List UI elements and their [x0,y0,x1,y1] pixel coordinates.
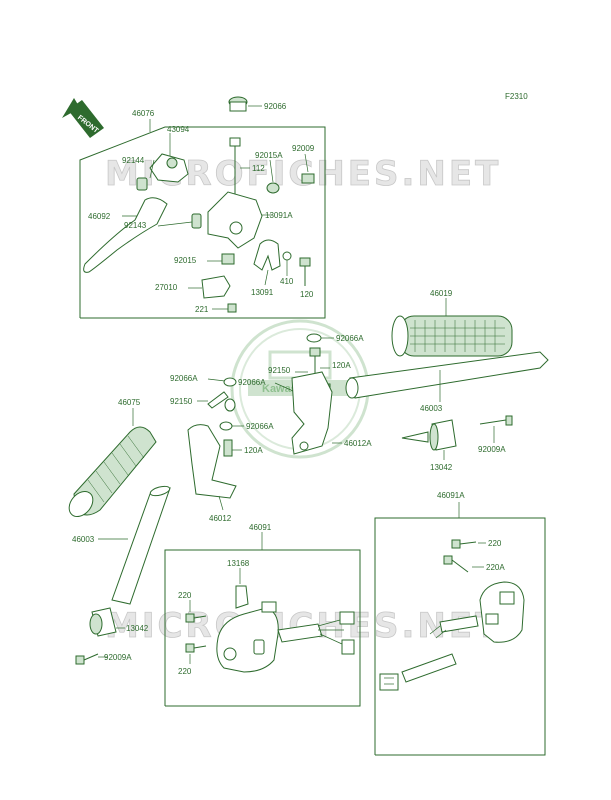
part-label-92144: 92144 [122,156,145,165]
part-label-92015: 92015 [174,256,197,265]
part-label-220A: 220A [486,563,505,572]
right-switch-group: 46091A 220 220A [374,491,546,756]
part-label-13042-left: 13042 [126,624,149,633]
part-label-410: 410 [280,277,294,286]
part-label-46012: 46012 [209,514,232,523]
part-label-13168: 13168 [227,559,250,568]
part-label-46012A: 46012A [344,439,372,448]
part-label-13091: 13091 [251,288,274,297]
part-label-92066A-c: 92066A [170,374,198,383]
part-label-46091: 46091 [249,523,272,532]
part-label-120A-b: 120A [244,446,263,455]
part-label-92009A-right: 92009A [478,445,506,454]
part-label-92066A-b: 92066A [238,378,266,387]
left-switch-group: 46091 13168 220 220 [164,523,361,707]
part-label-46019: 46019 [430,289,453,298]
part-label-92066: 92066 [264,102,287,111]
part-label-92015A: 92015A [255,151,283,160]
part-label-46092: 46092 [88,212,111,221]
part-label-92143: 92143 [124,221,147,230]
clutch-lever-group: 46076 92066 43094 92144 112 92015A 92009… [79,96,326,319]
part-label-92009A-left: 92009A [104,653,132,662]
part-label-43094: 43094 [167,125,190,134]
part-label-120A-a: 120A [332,361,351,370]
part-label-220-b: 220 [178,667,192,676]
part-label-221: 221 [195,305,209,314]
part-label-13042-right: 13042 [430,463,453,472]
part-label-46091A: 46091A [437,491,465,500]
part-label-27010: 27010 [155,283,178,292]
part-label-112: 112 [252,164,265,173]
part-label-220-c: 220 [488,539,502,548]
part-label-13091A: 13091A [265,211,293,220]
part-label-220-a: 220 [178,591,192,600]
part-label-92066A-d: 92066A [246,422,274,431]
part-label-92066A-a: 92066A [336,334,364,343]
figure-code: F2310 [505,92,528,101]
part-label-46075: 46075 [118,398,141,407]
handlebar-group: 46019 46003 92066A 92150 120A [68,289,549,665]
part-label-92150-a: 92150 [268,366,291,375]
part-label-92009: 92009 [292,144,315,153]
part-label-92150-b: 92150 [170,397,193,406]
part-label-120: 120 [300,290,314,299]
front-arrow-icon: FRONT [62,98,104,138]
part-label-46076: 46076 [132,109,155,118]
part-label-46003-left: 46003 [72,535,95,544]
part-label-46003-right: 46003 [420,404,443,413]
